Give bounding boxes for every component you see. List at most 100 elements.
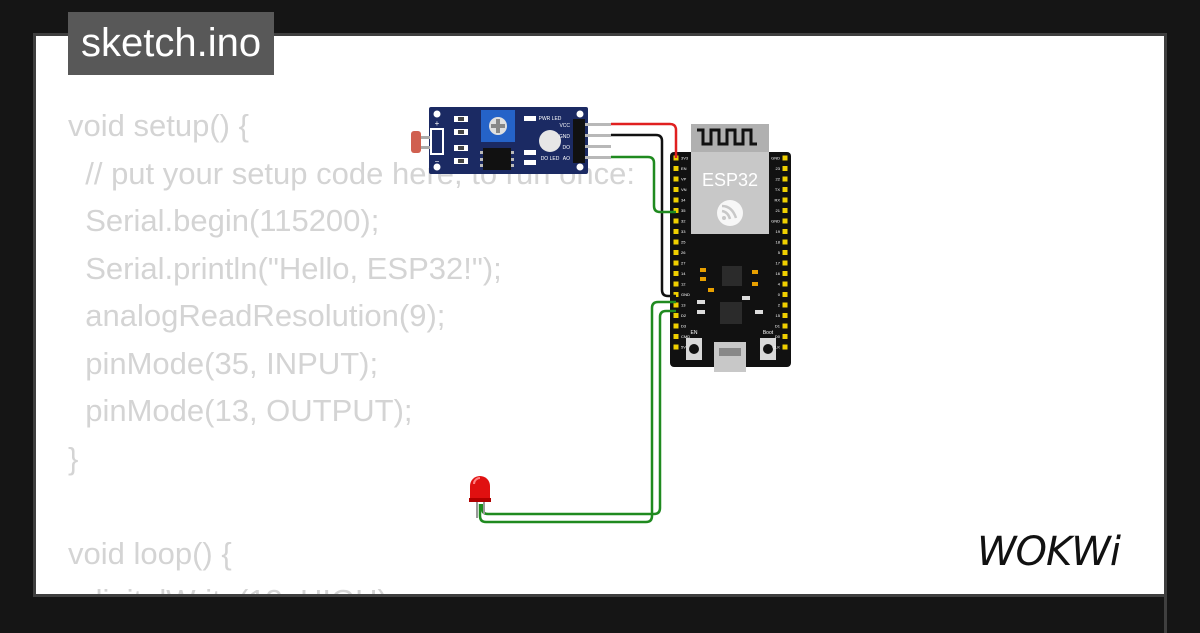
esp32-pin-label: RX xyxy=(774,198,780,203)
esp32-pin-label: D0 xyxy=(775,334,781,339)
esp32-pin-label: D2 xyxy=(681,313,687,318)
wokwi-logo-text: WOKWi xyxy=(977,529,1121,575)
esp32-pin[interactable] xyxy=(782,250,788,255)
esp32-pin[interactable] xyxy=(673,302,679,308)
esp32-pin-label: 34 xyxy=(681,198,686,203)
esp32-pin[interactable] xyxy=(673,313,679,318)
esp32-pin-label: 4 xyxy=(778,282,781,287)
esp32-pin-label: 2 xyxy=(778,303,781,308)
file-tab[interactable]: sketch.ino xyxy=(68,12,275,75)
wires xyxy=(478,122,678,524)
esp32-pin-label: 23 xyxy=(776,166,781,171)
sensor-pin-do: DO xyxy=(563,145,571,151)
esp32-pin[interactable] xyxy=(782,176,788,182)
esp32-pin-label: EN xyxy=(681,166,687,171)
red-led[interactable] xyxy=(469,476,491,518)
esp32-pin-label: 17 xyxy=(776,261,781,266)
esp32-pin-label: 22 xyxy=(776,177,781,182)
esp32-pin-label: CLK xyxy=(772,345,780,350)
wire-gnd[interactable] xyxy=(611,133,676,298)
esp32-pin[interactable] xyxy=(782,218,788,224)
pwr-led-label: PWR LED xyxy=(539,116,562,122)
esp32-pin[interactable] xyxy=(673,208,679,213)
esp32-pin[interactable] xyxy=(673,344,679,350)
code-line: Serial.begin(115200); xyxy=(68,203,380,238)
code-line: analogReadResolution(9); xyxy=(68,298,446,333)
esp32-pin[interactable] xyxy=(673,218,679,224)
esp32-pin[interactable] xyxy=(673,271,679,276)
esp32-pin[interactable] xyxy=(782,292,788,297)
esp32-pin-label: 33 xyxy=(681,229,686,234)
sensor-plus-label: + xyxy=(435,119,440,128)
esp32-pin[interactable] xyxy=(782,313,788,318)
esp32-pin-label: 19 xyxy=(776,229,781,234)
esp32-pin[interactable] xyxy=(782,229,788,234)
en-button[interactable]: EN xyxy=(686,330,702,360)
sensor-pin-gnd: GND xyxy=(559,134,571,140)
code-line: } xyxy=(68,440,79,476)
esp32-pin[interactable] xyxy=(673,176,679,182)
code-line: pinMode(35, INPUT); xyxy=(68,345,379,381)
esp32-pin[interactable] xyxy=(673,250,679,255)
esp32-pin[interactable] xyxy=(673,239,679,245)
wire-vcc[interactable] xyxy=(611,122,678,158)
esp32-pin-label: GND xyxy=(771,219,780,224)
light-sensor-module[interactable]: + − PWR LED DO LED VCC GND DO AO xyxy=(411,107,611,174)
sensor-pin-vcc: VCC xyxy=(559,123,570,129)
wire-ao[interactable] xyxy=(611,155,676,214)
esp32-pin[interactable] xyxy=(673,229,679,234)
esp32-label: ESP32 xyxy=(702,170,758,190)
esp32-pin[interactable] xyxy=(782,323,788,329)
esp32-pin-label: 13 xyxy=(681,303,686,308)
card-right-border xyxy=(1164,33,1200,633)
boot-button[interactable]: Boot xyxy=(760,330,776,360)
code-line: Serial.println("Hello, ESP32!"); xyxy=(68,250,502,286)
code-line: void loop() { xyxy=(68,535,232,571)
esp32-pin-label: 35 xyxy=(681,208,686,213)
esp32-pin[interactable] xyxy=(782,260,788,266)
boot-button-label: Boot xyxy=(763,330,774,336)
do-led-label: DO LED xyxy=(541,156,560,162)
esp32-pin[interactable] xyxy=(782,334,788,339)
project-card xyxy=(33,33,1167,597)
esp32-pin[interactable] xyxy=(673,166,679,171)
esp32-pin[interactable] xyxy=(782,166,788,171)
esp32-pin[interactable] xyxy=(782,187,788,192)
esp32-pin-label: GND xyxy=(681,292,690,297)
esp32-pin[interactable] xyxy=(673,260,679,266)
sensor-minus-label: − xyxy=(435,157,440,166)
wire-led-anode[interactable] xyxy=(480,309,676,516)
esp32-pin[interactable] xyxy=(782,155,788,161)
esp32-pin-label: 26 xyxy=(681,250,686,255)
wokwi-logo[interactable]: WOKWi xyxy=(975,527,1150,577)
en-button-label: EN xyxy=(691,330,698,336)
esp32-pin-label: D1 xyxy=(775,324,781,329)
espressif-logo-icon xyxy=(717,200,743,226)
esp32-pin-label: VP xyxy=(681,177,687,182)
esp32-pin-label: 0 xyxy=(778,292,781,297)
esp32-pin-label: 15 xyxy=(776,313,781,318)
esp32-pin[interactable] xyxy=(782,239,788,245)
esp32-pin[interactable] xyxy=(673,197,679,203)
code-line: pinMode(13, OUTPUT); xyxy=(68,393,413,428)
esp32-pin[interactable] xyxy=(782,271,788,276)
esp32-pin[interactable] xyxy=(782,344,788,350)
esp32-board[interactable]: ESP32 EN Boot xyxy=(670,124,791,372)
esp32-pin[interactable] xyxy=(782,208,788,213)
esp32-pin-label: GND xyxy=(771,156,780,161)
esp32-pin[interactable] xyxy=(782,302,788,308)
esp32-pin[interactable] xyxy=(673,281,679,287)
esp32-pin[interactable] xyxy=(782,197,788,203)
esp32-pin-label: 5 xyxy=(778,250,781,255)
wire-led-cathode[interactable] xyxy=(478,300,676,524)
esp32-pin[interactable] xyxy=(673,334,679,339)
esp32-pin[interactable] xyxy=(673,187,679,192)
esp32-pin-label: 25 xyxy=(681,240,686,245)
esp32-pin[interactable] xyxy=(673,292,679,297)
esp32-pin[interactable] xyxy=(782,281,788,287)
potentiometer-icon[interactable] xyxy=(481,110,515,142)
card-bottom-border xyxy=(33,594,1167,630)
usb-port-icon xyxy=(714,342,746,372)
esp32-pin[interactable] xyxy=(673,323,679,329)
